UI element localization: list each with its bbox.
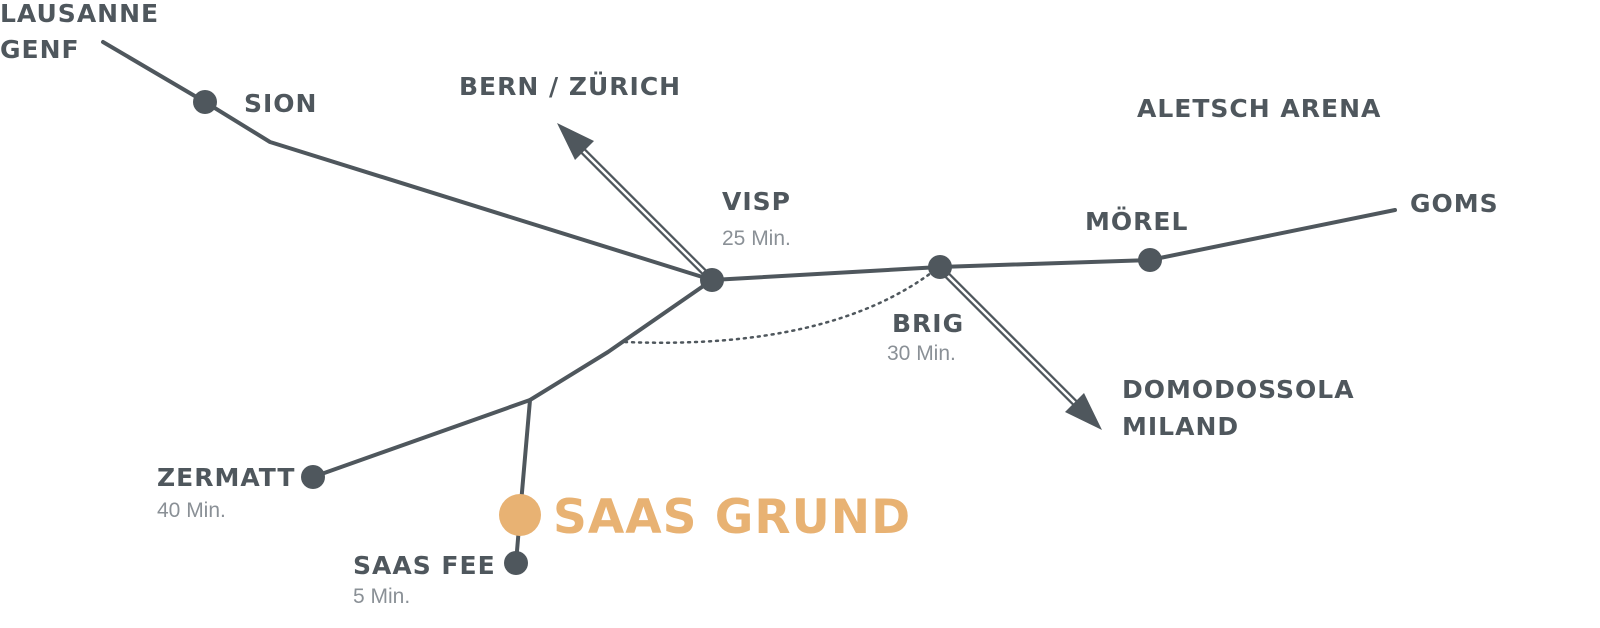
time-zermatt: 40 Min.: [157, 499, 226, 522]
time-visp: 25 Min.: [722, 227, 791, 250]
arrow-domodossola: [941, 269, 1102, 430]
station-moerel: [1138, 248, 1162, 272]
label-brig: BRIG: [892, 309, 964, 338]
station-brig: [928, 255, 952, 279]
label-moerel: MÖREL: [1085, 206, 1188, 236]
station-saas-fee: [504, 551, 528, 575]
time-saas-fee: 5 Min.: [353, 585, 410, 608]
label-aletsch-arena: ALETSCH ARENA: [1137, 94, 1381, 123]
arrow-bern-zurich: [557, 123, 711, 279]
station-sion: [193, 90, 217, 114]
label-sion: SION: [244, 89, 317, 118]
route-visp-zermatt: [311, 278, 714, 479]
label-visp: VISP: [722, 187, 791, 216]
station-visp: [700, 268, 724, 292]
label-genf: GENF: [0, 35, 80, 64]
station-saas-grund: [499, 494, 541, 536]
label-goms: GOMS: [1410, 189, 1499, 218]
route-lausanne-visp: [101, 40, 714, 282]
label-bern-zurich: BERN / ZÜRICH: [459, 71, 681, 101]
label-saas-fee: SAAS FEE: [353, 551, 496, 580]
station-zermatt: [301, 465, 325, 489]
label-lausanne: LAUSANNE: [0, 0, 159, 28]
label-zermatt: ZERMATT: [157, 463, 295, 492]
label-saas-grund: SAAS GRUND: [553, 490, 911, 545]
time-brig: 30 Min.: [887, 342, 956, 365]
route-saas-valley: [514, 398, 532, 565]
label-domodossola: DOMODOSSOLA: [1122, 375, 1355, 404]
route-dotted-brig: [623, 268, 937, 344]
route-visp-goms: [710, 208, 1397, 282]
label-miland: MILAND: [1122, 412, 1239, 441]
